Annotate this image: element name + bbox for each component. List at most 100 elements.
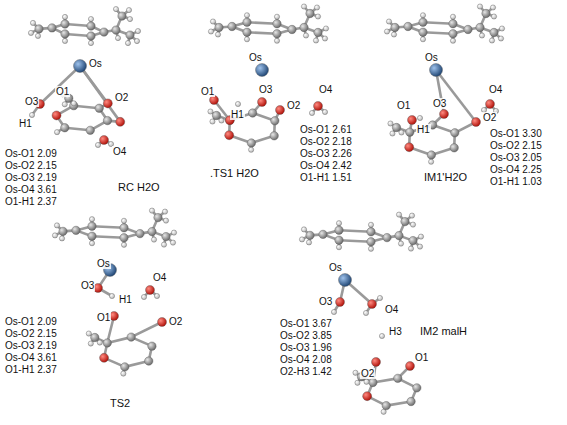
- atom-ball: [372, 358, 381, 367]
- atom-ball: [300, 23, 308, 31]
- atom-ball: [212, 111, 220, 119]
- atom-label: O2: [360, 368, 375, 379]
- atom-ball: [450, 38, 455, 43]
- atom-ball: [368, 300, 377, 309]
- atom-ball: [210, 119, 215, 124]
- distance-value: Os-O4 2.25: [490, 164, 542, 175]
- atom-ball: [274, 14, 279, 19]
- atom-ball: [146, 286, 155, 295]
- distance-value: Os-O3 2.19: [5, 172, 57, 183]
- atom-label: H1: [230, 109, 245, 120]
- distance-value: Os-O2 3.85: [280, 330, 332, 341]
- distance-value: Os-O2 2.15: [5, 328, 57, 339]
- structure-name: TS2: [110, 398, 130, 409]
- atom-ball: [97, 340, 102, 345]
- atom-ball: [364, 379, 369, 384]
- atom-ball: [367, 238, 375, 246]
- atom-ball: [273, 20, 281, 28]
- atom-ball: [363, 392, 372, 401]
- atom-ball: [244, 37, 249, 42]
- atom-ball: [407, 397, 415, 405]
- atom-label: O3: [80, 280, 95, 291]
- atom-label: O4: [384, 304, 399, 315]
- atom-ball: [418, 234, 423, 239]
- atom-ball: [141, 294, 146, 299]
- distance-value: Os-O4 3.61: [5, 352, 57, 363]
- atom-ball: [451, 129, 459, 137]
- atom-ball: [103, 116, 111, 124]
- atom-ball: [30, 20, 35, 25]
- atom-ball: [162, 209, 167, 214]
- atom-ball: [154, 213, 162, 221]
- bond: [339, 240, 371, 242]
- atom-label: O1: [414, 352, 429, 363]
- atom-ball: [54, 223, 59, 228]
- atom-ball: [87, 22, 95, 30]
- atom-ball: [394, 374, 402, 382]
- atom-ball: [215, 23, 223, 31]
- atom-ball: [420, 13, 425, 18]
- atom-ball: [89, 241, 94, 246]
- atom-label: O2: [114, 92, 129, 103]
- bond: [423, 22, 453, 24]
- distance-value: Os-O3 1.96: [280, 342, 332, 353]
- atom-ball: [395, 231, 403, 239]
- atom-label: O2: [286, 100, 301, 111]
- atom-ball: [127, 16, 132, 21]
- atom-ball: [314, 28, 322, 36]
- atom-ball: [215, 32, 220, 37]
- distance-value: Os-O3 2.19: [5, 340, 57, 351]
- atom-ball: [323, 26, 328, 31]
- atom-ball: [59, 227, 67, 235]
- atom-ball: [248, 109, 256, 117]
- atom-ball: [127, 333, 135, 341]
- atom-ball: [306, 231, 314, 239]
- atom-ball: [87, 32, 95, 40]
- atom-label: O1: [396, 100, 411, 111]
- atom-ball: [88, 40, 93, 45]
- atom-ball: [430, 64, 443, 77]
- atom-ball: [392, 123, 400, 131]
- bond: [247, 22, 277, 24]
- atom-ball: [384, 29, 389, 34]
- atom-ball: [86, 331, 91, 336]
- atom-ball: [126, 31, 134, 39]
- atom-ball: [383, 233, 391, 241]
- atom-ball: [486, 100, 495, 109]
- atom-ball: [61, 20, 69, 28]
- atom-ball: [149, 208, 154, 213]
- atom-ball: [145, 357, 153, 365]
- atom-ball: [379, 333, 384, 338]
- structure-name: RC H2O: [118, 182, 160, 193]
- atom-ball: [228, 22, 236, 30]
- atom-ball: [52, 233, 57, 238]
- atom-ball: [450, 144, 458, 152]
- atom-ball: [162, 232, 170, 240]
- atom-ball: [100, 353, 109, 362]
- atom-ball: [398, 241, 403, 246]
- atom-ball: [86, 126, 94, 134]
- atom-ball: [367, 228, 375, 236]
- atom-ball: [103, 99, 112, 108]
- atom-ball: [88, 222, 96, 230]
- atom-ball: [235, 101, 240, 106]
- atom-ball: [274, 38, 279, 43]
- atom-ball: [118, 12, 126, 20]
- atom-ball: [413, 384, 421, 392]
- distance-value: O1-H1 2.37: [5, 196, 57, 207]
- atom-label: O1: [200, 86, 215, 97]
- atom-ball: [449, 30, 457, 38]
- atom-ball: [301, 227, 306, 232]
- atom-ball: [244, 13, 249, 18]
- atom-ball: [420, 37, 425, 42]
- atom-ball: [116, 117, 125, 126]
- atom-ball: [322, 109, 327, 114]
- atom-ball: [335, 226, 343, 234]
- atom-ball: [391, 32, 396, 37]
- atom-ball: [258, 98, 267, 107]
- atom-label: O3: [318, 296, 333, 307]
- atom-ball: [440, 110, 449, 119]
- atom-ball: [154, 293, 159, 298]
- atom-ball: [381, 409, 386, 414]
